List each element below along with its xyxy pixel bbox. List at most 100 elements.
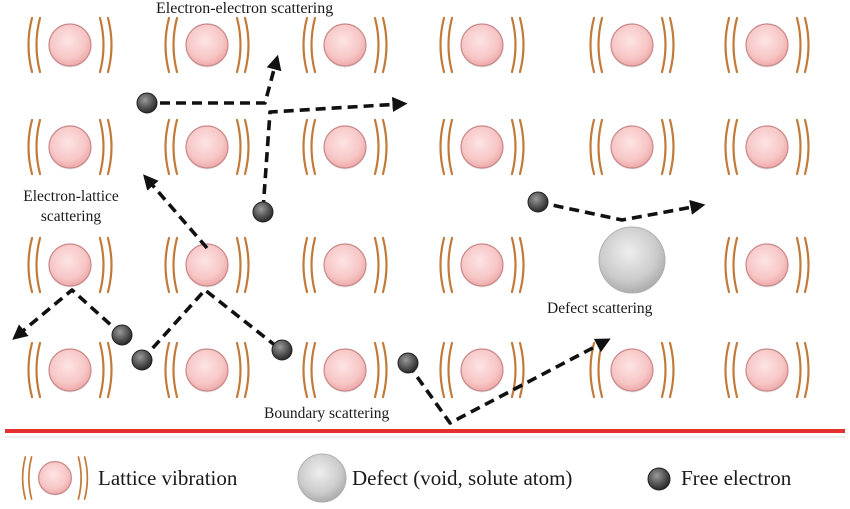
vibration-arc-icon: [597, 118, 604, 176]
vibration-arc-icon: [106, 16, 113, 74]
lattice-atom-icon: [724, 341, 810, 399]
vibration-arc-icon: [589, 16, 596, 74]
vibration-arc-icon: [235, 118, 242, 176]
vibration-arc-icon: [510, 236, 517, 294]
vibration-arc-icon: [660, 118, 667, 176]
atom-core: [745, 348, 789, 392]
vibration-arc-icon: [35, 16, 42, 74]
scattering-paths: [12, 54, 706, 425]
vibration-arc-icon: [35, 118, 42, 176]
vibration-arc-icon: [302, 341, 309, 399]
vibration-arc-icon: [243, 16, 250, 74]
vibration-arc-icon: [310, 118, 317, 176]
lattice-atom-icon: [27, 341, 113, 399]
vibration-arc-icon: [447, 16, 454, 74]
vibration-arc-icon: [439, 118, 446, 176]
vibration-arc-icon: [447, 118, 454, 176]
vibration-arc-icon: [447, 341, 454, 399]
vibration-arc-icon: [106, 341, 113, 399]
vibration-arc-icon: [373, 341, 380, 399]
atom-core: [745, 243, 789, 287]
atom-core: [48, 348, 92, 392]
vibration-arc-icon: [21, 456, 27, 500]
vibration-arc-icon: [302, 16, 309, 74]
lattice-atom-icon: [724, 118, 810, 176]
vibration-arc-icon: [732, 16, 739, 74]
vibration-arc-icon: [28, 456, 33, 500]
vibration-arc-icon: [373, 236, 380, 294]
free-electron-icon: [252, 201, 274, 223]
lattice-atom-icon: [439, 118, 525, 176]
vibration-arc-icon: [795, 118, 802, 176]
vibration-arc-icon: [27, 16, 34, 74]
vibration-arc-icon: [589, 118, 596, 176]
vibration-arc-icon: [164, 341, 171, 399]
label-electron-lattice-line1: Electron-lattice: [23, 188, 119, 205]
vibration-arc-icon: [795, 16, 802, 74]
atom-core: [185, 348, 229, 392]
vibration-arc-icon: [164, 118, 171, 176]
legend: [21, 453, 671, 503]
vibration-arc-icon: [381, 341, 388, 399]
electron-lattice-path-left: [12, 288, 124, 340]
vibration-arc-icon: [803, 16, 810, 74]
vibration-arc-icon: [27, 118, 34, 176]
vibration-arc-icon: [732, 236, 739, 294]
free-electron-icon: [527, 191, 549, 213]
vibration-arc-icon: [98, 236, 105, 294]
atom-core: [48, 125, 92, 169]
label-electron-electron: Electron-electron scattering: [156, 0, 334, 17]
lattice-atom-icon: [164, 118, 250, 176]
vibration-arc-icon: [597, 16, 604, 74]
vibration-arc-icon: [668, 16, 675, 74]
label-boundary-scattering: Boundary scattering: [264, 405, 390, 422]
lattice-atom-icon: [302, 118, 388, 176]
lattice-atom-icon: [302, 236, 388, 294]
vibration-arc-icon: [795, 236, 802, 294]
vibration-arc-icon: [381, 236, 388, 294]
legend-electron-icon: [647, 467, 671, 491]
vibration-arc-icon: [660, 16, 667, 74]
vibration-arc-icon: [724, 236, 731, 294]
free-electron-icon: [131, 349, 153, 371]
legend-label-lattice: Lattice vibration: [98, 466, 238, 490]
vibration-arc-icon: [302, 118, 309, 176]
vibration-arc-icon: [27, 341, 34, 399]
vibration-arc-icon: [803, 236, 810, 294]
legend-label-defect: Defect (void, solute atom): [352, 466, 573, 490]
atom-core: [185, 125, 229, 169]
atom-core: [323, 348, 367, 392]
lattice-atom-icon: [724, 16, 810, 74]
vibration-arc-icon: [106, 236, 113, 294]
vibration-arc-icon: [439, 341, 446, 399]
vibration-arc-icon: [302, 236, 309, 294]
electron-electron-path-2: [261, 96, 408, 211]
vibration-arc-icon: [447, 236, 454, 294]
vibration-arc-icon: [27, 236, 34, 294]
vibration-arc-icon: [164, 16, 171, 74]
vibration-arc-icon: [597, 341, 604, 399]
vibration-arc-icon: [373, 118, 380, 176]
atom-core: [610, 348, 654, 392]
lattice-atom-icon: [724, 236, 810, 294]
lattice-atom-icon: [589, 16, 675, 74]
vibration-arc-icon: [235, 16, 242, 74]
vibration-arc-icon: [518, 236, 525, 294]
legend-lattice-icon: [21, 456, 89, 500]
atom-core: [610, 23, 654, 67]
atom-core: [460, 243, 504, 287]
vibration-arc-icon: [803, 118, 810, 176]
vibration-arc-icon: [243, 236, 250, 294]
vibration-arc-icon: [106, 118, 113, 176]
vibration-arc-icon: [164, 236, 171, 294]
vibration-arc-icon: [373, 16, 380, 74]
atom-core: [745, 125, 789, 169]
free-electron-icon: [271, 339, 293, 361]
label-electron-lattice-line2: scattering: [40, 208, 102, 225]
atom-core: [185, 243, 229, 287]
electron-electron-path-1: [160, 54, 282, 105]
atom-core: [460, 125, 504, 169]
vibration-arc-icon: [518, 16, 525, 74]
vibration-arc-icon: [310, 236, 317, 294]
